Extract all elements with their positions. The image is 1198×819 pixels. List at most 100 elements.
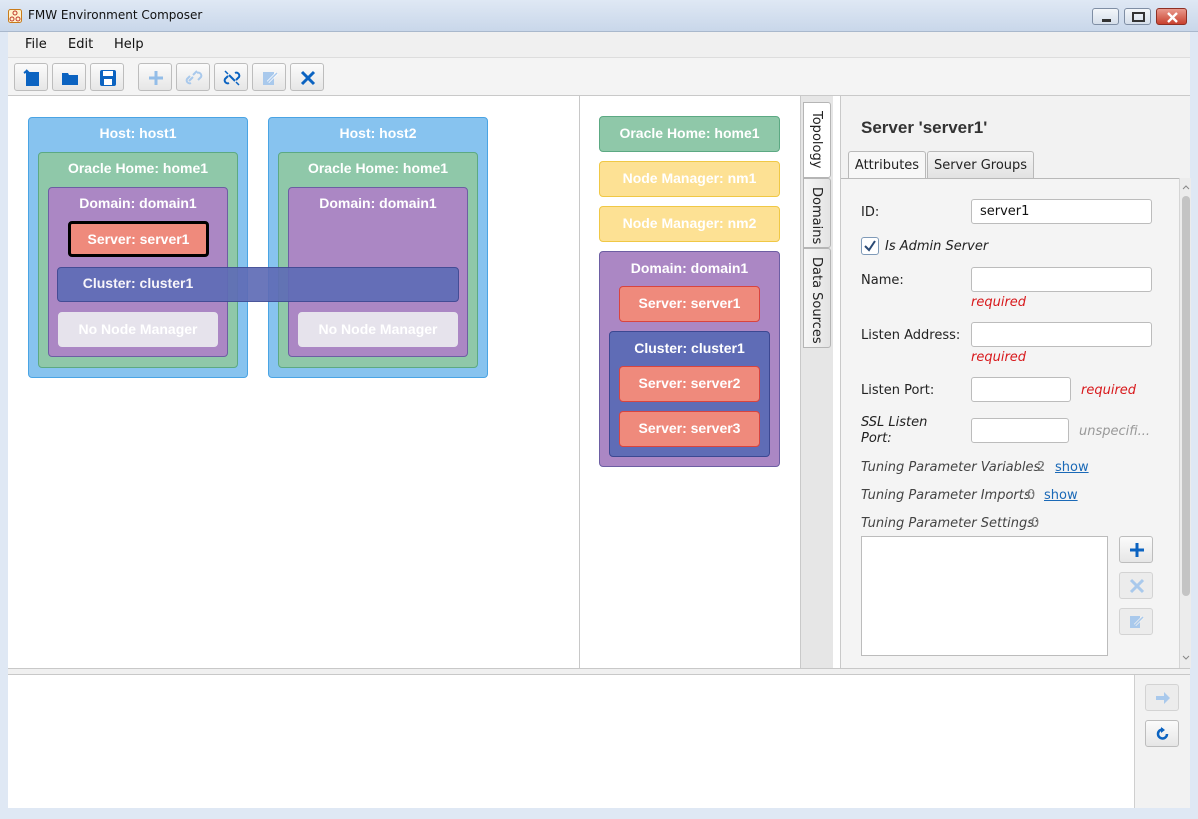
oracle-home-label: Oracle Home: home1 <box>307 160 449 176</box>
server-label: Server: server1 <box>87 231 190 247</box>
arrow-right-icon <box>1156 692 1170 704</box>
console-output[interactable] <box>8 675 1135 808</box>
refresh-button[interactable] <box>1145 720 1179 747</box>
properties-scrollbar[interactable] <box>1179 178 1191 668</box>
palette-server-server1[interactable]: Server: server1 <box>619 286 760 322</box>
palette-oracle-home-label: Oracle Home: home1 <box>619 125 760 141</box>
ssl-listen-port-unspecified: unspecifi... <box>1079 424 1151 439</box>
menu-help[interactable]: Help <box>114 37 144 52</box>
properties-panel: Server 'server1' Attributes Server Group… <box>840 96 1191 668</box>
tuning-variables-count: 2 <box>1037 460 1046 475</box>
menu-file[interactable]: File <box>25 37 47 52</box>
window-frame-right <box>1190 32 1198 808</box>
tuning-imports-show-link[interactable]: show <box>1044 488 1078 503</box>
side-tab-strip: Topology Domains Data Sources <box>800 96 833 668</box>
tab-domains-label: Domains <box>809 187 824 245</box>
tab-attributes[interactable]: Attributes <box>848 151 926 178</box>
palette-oracle-home[interactable]: Oracle Home: home1 <box>599 116 780 152</box>
tuning-imports-count: 0 <box>1027 488 1036 503</box>
tab-server-groups[interactable]: Server Groups <box>927 151 1034 178</box>
link-icon <box>185 70 203 85</box>
no-node-manager-host1[interactable]: No Node Manager <box>58 312 218 347</box>
console-actions <box>1135 675 1190 808</box>
edit-icon <box>1130 615 1145 628</box>
palette-server1-label: Server: server1 <box>638 295 741 311</box>
edit-icon <box>263 71 279 85</box>
listen-port-input[interactable] <box>971 377 1071 402</box>
cluster-cluster1[interactable]: Cluster: cluster1 <box>57 267 459 302</box>
ssl-listen-port-label-line1: SSL Listen <box>861 415 928 430</box>
unlink-button[interactable] <box>214 63 248 91</box>
name-label: Name: <box>861 273 904 288</box>
checkmark-icon <box>864 240 876 252</box>
maximize-button[interactable] <box>1124 8 1151 25</box>
palette-nm2-label: Node Manager: nm2 <box>622 215 757 231</box>
new-icon <box>23 69 39 86</box>
palette-cluster-label: Cluster: cluster1 <box>634 340 745 356</box>
name-required: required <box>971 295 1027 310</box>
palette-nm1-label: Node Manager: nm1 <box>622 170 757 186</box>
name-input[interactable] <box>971 267 1152 292</box>
tuning-settings-label: Tuning Parameter Settings: <box>861 516 1039 531</box>
scroll-up-icon <box>1182 185 1190 190</box>
save-button[interactable] <box>90 63 124 91</box>
open-folder-icon <box>62 73 78 85</box>
component-palette: Oracle Home: home1 Node Manager: nm1 Nod… <box>580 96 800 668</box>
no-node-manager-label: No Node Manager <box>318 321 438 337</box>
add-button[interactable] <box>138 63 172 91</box>
tuning-settings-list[interactable] <box>861 536 1108 656</box>
tuning-variables-show-link[interactable]: show <box>1055 460 1089 475</box>
palette-server-server2[interactable]: Server: server2 <box>619 366 760 402</box>
edit-button[interactable] <box>252 63 286 91</box>
window-frame-left <box>0 32 8 808</box>
palette-domain-label: Domain: domain1 <box>630 260 749 276</box>
close-button[interactable] <box>1156 8 1187 25</box>
tuning-variables-label: Tuning Parameter Variables: <box>861 460 1045 475</box>
listen-port-label: Listen Port: <box>861 383 935 398</box>
new-button[interactable] <box>14 63 48 91</box>
topology-canvas[interactable]: Host: host1 Oracle Home: home1 Domain: d… <box>8 96 580 668</box>
listen-port-required: required <box>1081 383 1137 398</box>
ssl-listen-port-input[interactable] <box>971 418 1069 443</box>
scroll-thumb[interactable] <box>1182 196 1190 596</box>
minimize-icon <box>1102 19 1111 22</box>
no-node-manager-host2[interactable]: No Node Manager <box>298 312 458 347</box>
delete-button[interactable] <box>290 63 324 91</box>
palette-server3-label: Server: server3 <box>638 420 741 436</box>
add-setting-button[interactable] <box>1119 536 1153 563</box>
app-icon <box>8 9 22 23</box>
save-icon <box>100 70 116 86</box>
edit-setting-button[interactable] <box>1119 608 1153 635</box>
split-divider[interactable] <box>8 668 1190 675</box>
menu-edit[interactable]: Edit <box>68 37 94 52</box>
palette-server2-label: Server: server2 <box>638 375 741 391</box>
window-title: FMW Environment Composer <box>28 8 203 22</box>
id-input[interactable]: server1 <box>971 199 1152 224</box>
tab-domains[interactable]: Domains <box>803 178 831 248</box>
minimize-button[interactable] <box>1092 8 1119 25</box>
id-label: ID: <box>861 205 880 220</box>
server-server1-selected[interactable]: Server: server1 <box>68 221 209 257</box>
add-icon <box>149 71 163 85</box>
palette-server-server3[interactable]: Server: server3 <box>619 411 760 447</box>
listen-address-required: required <box>971 350 1027 365</box>
palette-node-manager-nm1[interactable]: Node Manager: nm1 <box>599 161 780 197</box>
add-icon <box>1130 543 1144 557</box>
listen-address-input[interactable] <box>971 322 1152 347</box>
is-admin-label: Is Admin Server <box>885 239 989 254</box>
palette-node-manager-nm2[interactable]: Node Manager: nm2 <box>599 206 780 242</box>
remove-setting-button[interactable] <box>1119 572 1153 599</box>
open-button[interactable] <box>52 63 86 91</box>
link-button[interactable] <box>176 63 210 91</box>
run-button[interactable] <box>1145 684 1179 711</box>
tab-topology[interactable]: Topology <box>803 102 831 178</box>
refresh-icon <box>1156 727 1169 740</box>
tuning-imports-label: Tuning Parameter Imports: <box>861 488 1035 503</box>
domain-label: Domain: domain1 <box>319 195 437 211</box>
delete-icon <box>1129 578 1145 594</box>
tab-data-sources[interactable]: Data Sources <box>803 248 831 348</box>
is-admin-checkbox[interactable] <box>861 237 879 255</box>
tuning-settings-count: 0 <box>1031 516 1040 531</box>
scroll-down-icon <box>1182 655 1190 660</box>
toolbar <box>8 58 1190 96</box>
